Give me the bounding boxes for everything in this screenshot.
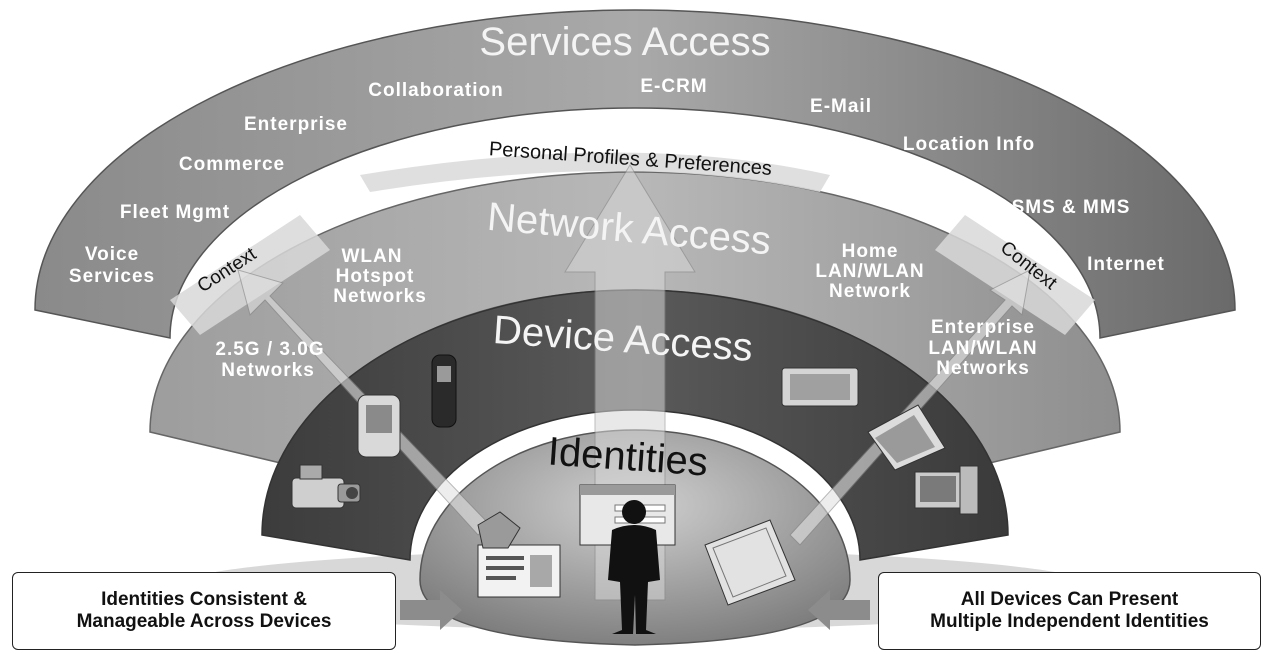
location-info-label: Location Info bbox=[903, 134, 1035, 155]
enterprise-label: Enterprise bbox=[244, 114, 348, 135]
cellular-networks-label-2: Networks bbox=[221, 360, 315, 381]
commerce-label: Commerce bbox=[179, 154, 285, 175]
mobile-phone-icon bbox=[431, 354, 457, 428]
laptop-icon bbox=[867, 404, 946, 471]
services-access-title: Services Access bbox=[479, 20, 770, 64]
internet-label: Internet bbox=[1087, 254, 1165, 275]
home-network-label-3: Network bbox=[829, 281, 911, 302]
multiple-identities-box: All Devices Can Present Multiple Indepen… bbox=[878, 572, 1261, 650]
pda-icon bbox=[357, 394, 401, 458]
services-ring bbox=[34, 9, 1236, 339]
collaboration-label: Collaboration bbox=[368, 80, 503, 101]
identities-consistent-box: Identities Consistent & Manageable Acros… bbox=[12, 572, 396, 650]
multiple-identities-line-1: All Devices Can Present bbox=[960, 589, 1179, 610]
right-diagonal-arrow bbox=[789, 269, 1031, 546]
context-band-right bbox=[935, 215, 1095, 335]
enterprise-network-label-2: LAN/WLAN bbox=[928, 338, 1037, 359]
fleet-mgmt-label: Fleet Mgmt bbox=[120, 202, 230, 223]
camcorder-icon bbox=[291, 464, 361, 509]
tablet-pc-icon bbox=[781, 367, 859, 407]
home-network-label-1: Home bbox=[842, 241, 899, 262]
voice-services-label-1: Voice bbox=[85, 244, 139, 265]
id-card-icon bbox=[477, 544, 561, 598]
profiles-band bbox=[360, 152, 830, 192]
identities-consistent-line-1: Identities Consistent & bbox=[101, 589, 307, 610]
person-silhouette-icon bbox=[608, 500, 660, 634]
desktop-computer-icon bbox=[914, 465, 979, 515]
ecrm-label: E-CRM bbox=[640, 76, 707, 97]
sms-mms-label: SMS & MMS bbox=[1012, 197, 1131, 218]
wlan-hotspot-label-1: WLAN bbox=[342, 246, 403, 267]
home-network-label-2: LAN/WLAN bbox=[815, 261, 924, 282]
right-side-arrow bbox=[808, 590, 870, 630]
wlan-hotspot-label-3: Networks bbox=[333, 286, 427, 307]
identities-consistent-line-2: Manageable Across Devices bbox=[76, 611, 332, 632]
email-label: E-Mail bbox=[810, 96, 872, 117]
enterprise-network-label-1: Enterprise bbox=[931, 317, 1035, 338]
multiple-identities-line-2: Multiple Independent Identities bbox=[930, 611, 1209, 632]
cellular-networks-label-1: 2.5G / 3.0G bbox=[215, 339, 324, 360]
smart-card-chip-icon bbox=[477, 511, 521, 549]
wlan-hotspot-label-2: Hotspot bbox=[336, 266, 415, 287]
certificate-icon bbox=[704, 519, 796, 606]
voice-services-label-2: Services bbox=[69, 266, 155, 287]
left-side-arrow bbox=[400, 590, 462, 630]
enterprise-network-label-3: Networks bbox=[936, 358, 1030, 379]
